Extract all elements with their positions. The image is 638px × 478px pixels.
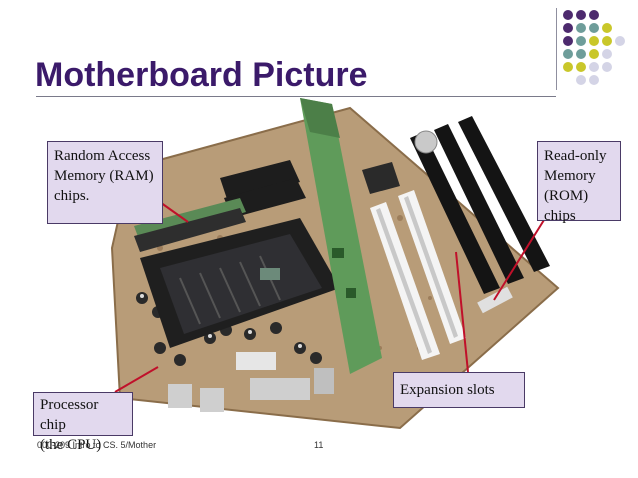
callout-ram: Random Access Memory (RAM) chips. bbox=[47, 141, 163, 224]
footer-page-number: 11 bbox=[314, 440, 324, 450]
decorative-vertical-rule bbox=[556, 8, 557, 90]
callout-rom-line-3: (ROM) bbox=[544, 188, 589, 204]
callout-rom-line-2: Memory bbox=[544, 168, 596, 184]
callout-cpu-line-2: (the CPU) bbox=[40, 437, 102, 453]
callout-expansion-slots: Expansion slots bbox=[393, 372, 525, 408]
callout-cpu-line-1: Processor chip bbox=[40, 397, 99, 433]
motherboard-photo bbox=[110, 98, 560, 430]
callout-ram-line-2: Memory (RAM) bbox=[54, 168, 154, 184]
callout-rom: Read-only Memory (ROM) chips bbox=[537, 141, 621, 224]
callout-ram-line-3: chips. bbox=[54, 188, 90, 204]
callout-cpu: Processor chip (the CPU) bbox=[33, 392, 133, 453]
footer-course: 000-209 Intro to CS. 5/Mother bbox=[37, 440, 157, 450]
decorative-dot-grid bbox=[563, 10, 625, 85]
title-underline bbox=[36, 96, 556, 97]
callout-ram-line-1: Random Access bbox=[54, 148, 151, 164]
callout-rom-line-1: Read-only bbox=[544, 148, 607, 164]
callout-rom-line-4: chips bbox=[544, 208, 576, 224]
slide-title: Motherboard Picture bbox=[35, 56, 368, 94]
callout-expansion-line-1: Expansion slots bbox=[400, 382, 495, 398]
